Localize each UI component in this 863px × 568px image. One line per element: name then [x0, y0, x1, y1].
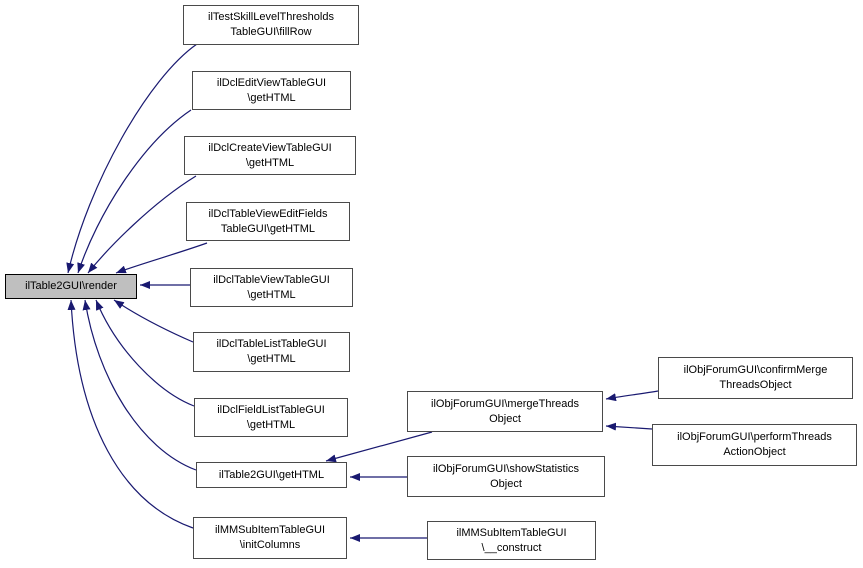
node-ilmmsubitemtablegui-initcolumns[interactable]: ilMMSubItemTableGUI \initColumns	[193, 517, 347, 559]
node-label: ilDclTableViewTableGUI \getHTML	[213, 273, 330, 301]
node-label: ilDclCreateViewTableGUI \getHTML	[208, 141, 332, 169]
node-label: ilObjForumGUI\performThreads ActionObjec…	[677, 431, 832, 458]
node-ildcltableviewtablegui-gethtml[interactable]: ilDclTableViewTableGUI \getHTML	[190, 268, 353, 307]
node-ildcleditviewtablegui-gethtml[interactable]: ilDclEditViewTableGUI \getHTML	[192, 71, 351, 110]
node-label: ilDclTableViewEditFields TableGUI\getHTM…	[208, 207, 328, 235]
edge-confirmmerge-to-mergethreads	[605, 390, 659, 402]
edge-dclcreateview-to-render	[87, 175, 197, 274]
node-label: ilDclFieldListTableGUI \getHTML	[217, 403, 325, 431]
edge-initcolumns-to-render	[67, 299, 194, 529]
node-ilobjforumgui-performthreadsactionobject[interactable]: ilObjForumGUI\performThreads ActionObjec…	[652, 424, 857, 466]
node-label: ilTable2GUI\getHTML	[218, 468, 325, 481]
node-label: ilDclTableListTableGUI \getHTML	[216, 338, 327, 365]
node-iltable2gui-render[interactable]: ilTable2GUI\render	[5, 274, 137, 299]
node-label: ilMMSubItemTableGUI \__construct	[456, 526, 567, 554]
node-label: ilTable2GUI\render	[25, 280, 117, 292]
node-label: ilMMSubItemTableGUI \initColumns	[214, 524, 326, 551]
node-ildcltablevieweditfields-gethtml[interactable]: ilDclTableViewEditFields TableGUI\getHTM…	[186, 202, 350, 241]
edge-performthreads-to-mergethreads	[605, 422, 653, 431]
node-ildcltablelisttablegui-gethtml[interactable]: ilDclTableListTableGUI \getHTML	[193, 332, 350, 372]
node-ildclcreateviewtablegui-gethtml[interactable]: ilDclCreateViewTableGUI \getHTML	[184, 136, 356, 175]
node-label: ilDclEditViewTableGUI \getHTML	[216, 76, 327, 104]
edge-dcleditview-to-render	[77, 109, 192, 274]
node-label: ilObjForumGUI\mergeThreads Object	[431, 397, 579, 425]
edge-gethtml-to-render	[82, 299, 197, 471]
edge-dclfieldlist-to-render	[95, 299, 195, 407]
edge-fillrow-to-render	[66, 43, 198, 274]
edge-dcltablelist-to-render	[113, 299, 194, 343]
node-iltestskilllevelthresholds-fillrow[interactable]: ilTestSkillLevelThresholds TableGUI\fill…	[183, 5, 359, 45]
node-ilmmsubitemtablegui-construct[interactable]: ilMMSubItemTableGUI \__construct	[427, 521, 596, 560]
node-label: ilTestSkillLevelThresholds TableGUI\fill…	[208, 11, 334, 38]
node-ilobjforumgui-confirmmergethreadsobject[interactable]: ilObjForumGUI\confirmMerge ThreadsObject	[658, 357, 853, 399]
node-iltable2gui-gethtml[interactable]: ilTable2GUI\getHTML	[196, 462, 347, 488]
node-label: ilObjForumGUI\showStatistics Object	[432, 462, 580, 490]
node-label: ilObjForumGUI\confirmMerge ThreadsObject	[683, 364, 828, 391]
node-ilobjforumgui-mergethreadsobject[interactable]: ilObjForumGUI\mergeThreads Object	[407, 391, 603, 432]
node-ildclfieldlisttablegui-gethtml[interactable]: ilDclFieldListTableGUI \getHTML	[194, 398, 348, 437]
node-ilobjforumgui-showstatisticsobject[interactable]: ilObjForumGUI\showStatistics Object	[407, 456, 605, 497]
